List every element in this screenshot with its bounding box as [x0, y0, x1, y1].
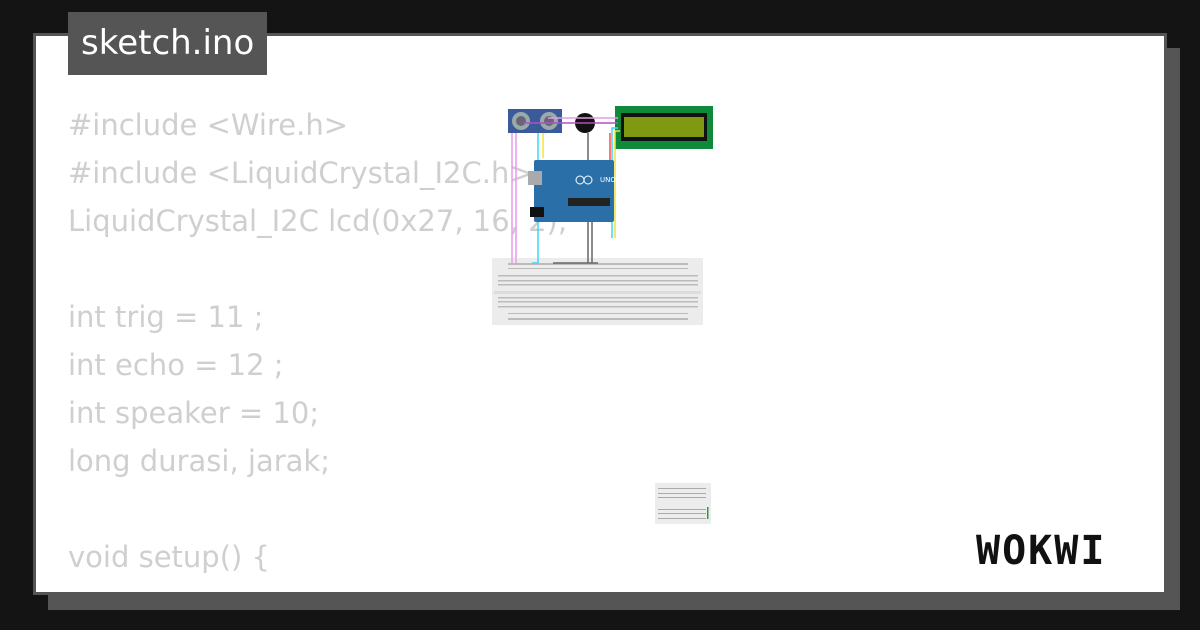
wokwi-logo: WOKWI — [976, 528, 1107, 574]
preview-card: #include <Wire.h> #include <LiquidCrysta… — [33, 33, 1167, 595]
arduino-uno: UNO — [528, 160, 616, 222]
code-line: void setup() { — [68, 540, 270, 574]
code-line: #include <Wire.h> — [68, 108, 349, 142]
code-line: long durasi, jarak; — [68, 444, 330, 478]
file-title: sketch.ino — [68, 12, 268, 75]
circuit-diagram: UNO — [492, 106, 713, 325]
breadboard — [492, 258, 703, 325]
code-line: #include <LiquidCrystal_I2C.h> — [68, 156, 534, 190]
ultrasonic-sensor — [508, 109, 562, 133]
lcd-display — [615, 106, 713, 149]
code-line: pinMode(trig, OUTPUT); — [68, 581, 568, 592]
code-preview: #include <Wire.h> #include <LiquidCrysta… — [68, 101, 568, 592]
board-label: UNO — [600, 176, 616, 184]
code-line: int echo = 12 ; — [68, 348, 284, 382]
code-line: int trig = 11 ; — [68, 300, 264, 334]
code-line — [68, 485, 568, 533]
mini-breadboard — [655, 483, 711, 524]
code-line: int speaker = 10; — [68, 396, 320, 430]
